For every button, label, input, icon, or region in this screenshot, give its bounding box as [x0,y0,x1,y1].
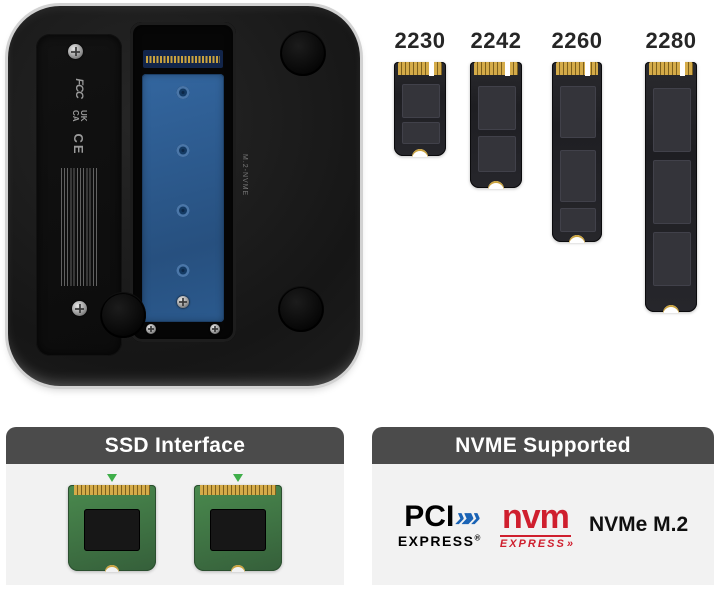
access-panel: FCC UK CA CE [36,34,122,356]
ssd-module-card [68,485,156,572]
gold-connector [556,61,598,76]
ssd-module-card [194,485,282,572]
gold-connector [200,485,276,495]
ssd-interface-panel: SSD Interface [6,427,344,585]
ssd-stick-2280 [645,61,697,313]
nand-chip [653,232,691,286]
nvm-chevrons-icon: » [566,537,573,550]
size-label-2230: 2230 [394,28,446,53]
rubber-foot [100,292,146,338]
key-notch [585,61,590,76]
screw-icon [72,301,87,316]
mount-notch [105,565,119,572]
m2-slot-frame [130,22,236,342]
mount-notch [231,565,245,572]
mount-notch [488,181,504,189]
m2-mount-plate [142,74,224,322]
nvm-express-word: EXPRESS [499,537,566,550]
nand-chip [402,84,440,118]
key-notch [505,61,510,76]
gold-connector [474,61,518,76]
pci-logo-wordmark: PCI »» [398,499,482,533]
ssd-interface-content [6,464,344,585]
size-label-2260: 2260 [551,28,603,53]
nand-chip [560,150,596,202]
nand-chip [402,122,440,144]
m2-socket [143,50,223,68]
green-arrow-icon [233,474,243,482]
pci-express-text: EXPRESS® [397,532,482,549]
standoff-hole [176,264,190,277]
screw-icon [177,296,189,308]
nand-chip [653,160,691,224]
fcc-mark: FCC [73,78,85,99]
screw-icon [68,44,83,59]
key-notch [429,61,434,76]
size-label-2280: 2280 [645,28,697,53]
ukca-mark: UK CA [71,110,88,122]
nand-chip [210,509,266,551]
ssd-stick-2230 [394,61,446,157]
regulatory-marks: FCC UK CA CE [61,47,97,317]
standoff-hole [176,86,190,99]
nand-chip [478,86,516,130]
screw-icon [210,324,220,334]
nvme-supported-panel: NVME Supported PCI »» EXPRESS® nvm EXPRE… [372,427,714,585]
nand-chip [478,136,516,172]
mount-notch [412,149,428,157]
pci-express-word: EXPRESS [397,532,475,549]
ssd-stick-2260 [552,61,602,243]
regulatory-fine-print [61,167,97,286]
gold-connector [649,61,693,76]
green-arrow-icon [107,474,117,482]
nand-chip [560,86,596,138]
ce-mark: CE [71,133,87,156]
standoff-hole [176,204,190,217]
mount-notch [569,235,585,243]
pci-logo-text: PCI [404,499,455,533]
nvme-supported-title: NVME Supported [372,427,714,464]
nvme-supported-content: PCI »» EXPRESS® nvm EXPRESS» NVMe M.2 [372,464,714,585]
standoff-hole [176,144,190,157]
ssd-module [194,474,282,572]
slot-side-label: M.2-NVME [241,154,248,197]
size-label-2242: 2242 [470,28,522,53]
nand-chip [560,208,596,232]
pci-express-logo: PCI »» EXPRESS® [397,499,482,549]
nvme-m2-label: NVMe M.2 [588,512,689,536]
ukca-mark-bottom: CA [71,110,80,122]
screw-icon [146,324,156,334]
nvm-express-text: EXPRESS» [499,537,573,550]
key-notch [680,61,685,76]
ssd-stick-2242 [470,61,522,189]
nvm-logo-text: nvm [499,500,571,537]
ukca-mark-top: UK [79,110,88,122]
rubber-foot [278,286,324,332]
nand-chip [84,509,140,551]
pci-arrows-icon: »» [452,500,480,532]
ssd-module [68,474,156,572]
gold-connector [74,485,150,495]
mini-pc-bottom-view: FCC UK CA CE M.2-NVME [8,6,360,386]
gold-connector [398,61,442,76]
socket-pins [146,56,220,63]
mount-notch [663,305,679,313]
ssd-interface-title: SSD Interface [6,427,344,464]
registered-mark: ® [474,532,482,542]
nvm-express-logo: nvm EXPRESS» [499,500,573,550]
nand-chip [653,88,691,152]
rubber-foot [280,30,326,76]
